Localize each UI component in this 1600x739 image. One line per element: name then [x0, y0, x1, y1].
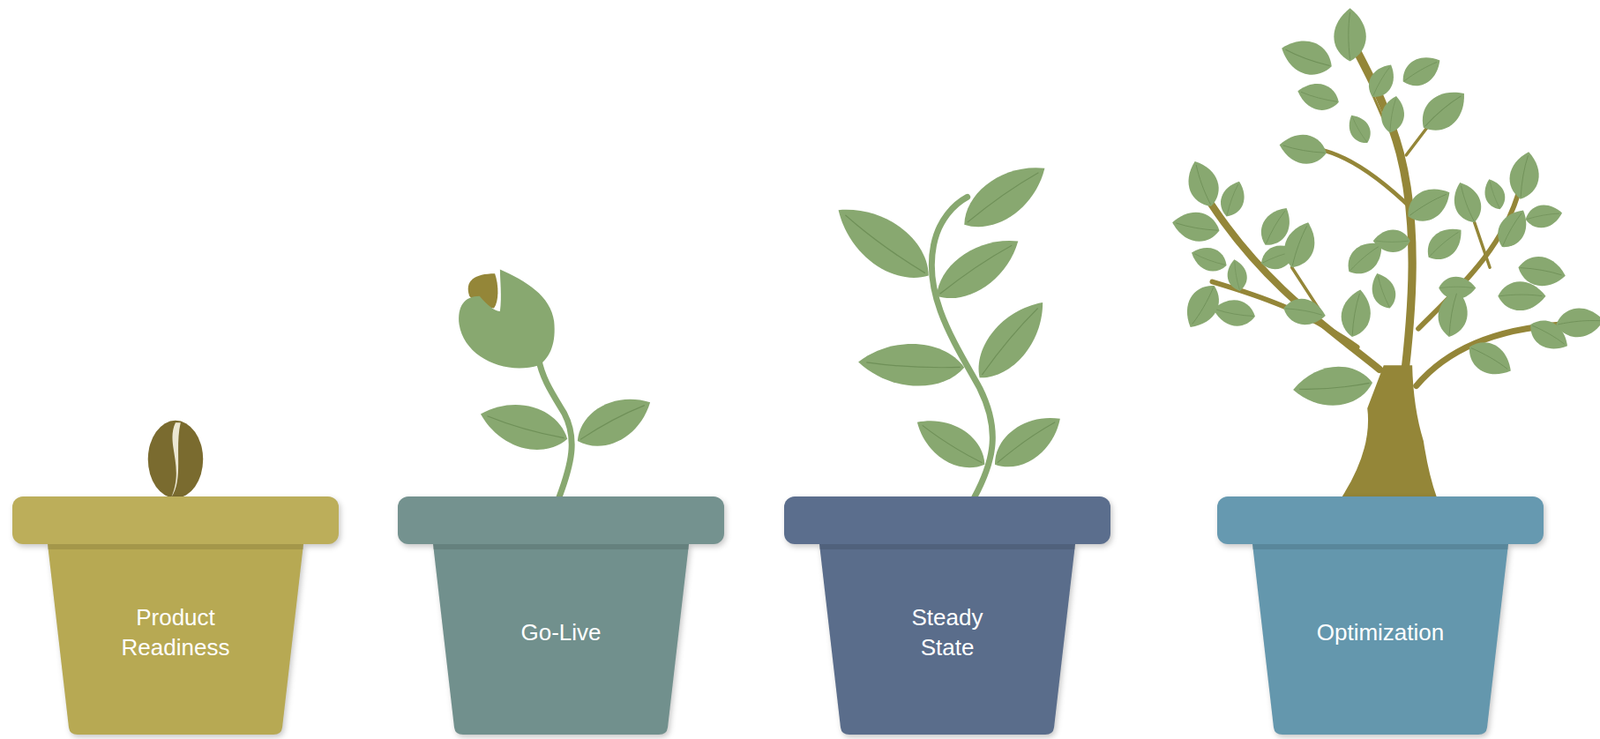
- seed: [148, 420, 203, 499]
- rim-shadow: [47, 544, 304, 550]
- branch: [1372, 93, 1384, 118]
- pot-label-area: Steady State: [784, 549, 1111, 718]
- leaf: [1378, 94, 1407, 135]
- pot-label-area: Optimization: [1217, 549, 1544, 718]
- sprout: [458, 269, 659, 498]
- leaf: [1211, 296, 1257, 329]
- pot-label-area: Go-Live: [397, 549, 725, 718]
- pot-rim: [784, 496, 1111, 545]
- leaf: [1362, 59, 1401, 103]
- leaf: [1497, 281, 1546, 311]
- branch: [1348, 36, 1413, 389]
- pot-label-wrap: Product Readiness: [109, 603, 242, 664]
- pot-label-wrap: Go-Live: [520, 618, 601, 649]
- leaf: [1396, 49, 1446, 93]
- tree: [1169, 7, 1600, 497]
- leaf: [568, 385, 660, 458]
- leaf: [1400, 179, 1457, 230]
- pot-label: Go-Live: [520, 618, 601, 649]
- pot-rim: [12, 496, 339, 545]
- seed-body: [148, 420, 203, 499]
- leaf: [825, 192, 943, 295]
- pot-shape: [1217, 496, 1544, 737]
- leaf: [1448, 178, 1488, 227]
- pot-body: [819, 544, 1076, 735]
- flower-pot: Optimization: [1217, 496, 1544, 737]
- leaf: [1420, 220, 1470, 268]
- leaf: [1555, 306, 1600, 339]
- leaf: [926, 224, 1030, 313]
- leaf: [1338, 287, 1376, 340]
- pot-label: Steady State: [894, 603, 1001, 664]
- flower-pot: Steady State: [784, 496, 1111, 737]
- leaf: [1435, 287, 1473, 340]
- pot-body: [433, 544, 689, 735]
- leaf: [964, 290, 1058, 390]
- branch: [1474, 222, 1490, 268]
- rim-shadow: [433, 544, 689, 550]
- flower-pot: Go-Live: [397, 496, 725, 737]
- pot-label: Optimization: [1316, 618, 1445, 649]
- leaf: [984, 403, 1070, 479]
- bud: [458, 269, 554, 369]
- leaf: [1462, 334, 1518, 384]
- leaf: [1523, 201, 1564, 231]
- leaf: [1506, 149, 1544, 202]
- pot-label-wrap: Optimization: [1316, 618, 1445, 649]
- leaf: [907, 407, 995, 480]
- branches: [1211, 36, 1562, 389]
- leaf: [1343, 110, 1376, 148]
- leaf: [1373, 229, 1411, 253]
- young-plant: [825, 151, 1071, 498]
- rim-shadow: [1252, 544, 1509, 550]
- leaf: [1277, 130, 1330, 168]
- branch: [1318, 149, 1413, 210]
- pot-body: [1252, 544, 1509, 735]
- pot-label-area: Product Readiness: [12, 549, 339, 718]
- leaf: [1294, 78, 1343, 115]
- leaf: [1480, 176, 1510, 213]
- leaf: [1278, 217, 1322, 273]
- leaf: [1225, 257, 1250, 292]
- leaf: [1291, 363, 1375, 409]
- leaf: [1181, 156, 1225, 211]
- leaf: [1333, 7, 1366, 61]
- leaf: [474, 394, 573, 460]
- leaf: [1169, 208, 1222, 246]
- flower-pot: Product Readiness: [12, 496, 339, 737]
- pot-shape: [397, 496, 725, 737]
- pot-label-wrap: Steady State: [894, 603, 1001, 664]
- leaf: [1188, 242, 1231, 277]
- leaf: [1413, 81, 1475, 141]
- seed-groove: [171, 422, 180, 497]
- pot-label: Product Readiness: [109, 603, 242, 664]
- leaf: [1366, 269, 1400, 313]
- leaf: [1281, 295, 1328, 329]
- pot-body: [47, 544, 304, 735]
- leaf: [857, 341, 966, 389]
- foliage: [1169, 7, 1600, 409]
- leaf: [1276, 33, 1338, 83]
- leaf: [952, 151, 1056, 241]
- rim-shadow: [819, 544, 1076, 550]
- leaf: [1490, 203, 1534, 254]
- pot-rim: [397, 496, 725, 545]
- pot-rim: [1217, 496, 1544, 545]
- leaf: [1216, 177, 1250, 220]
- branch: [1211, 203, 1380, 370]
